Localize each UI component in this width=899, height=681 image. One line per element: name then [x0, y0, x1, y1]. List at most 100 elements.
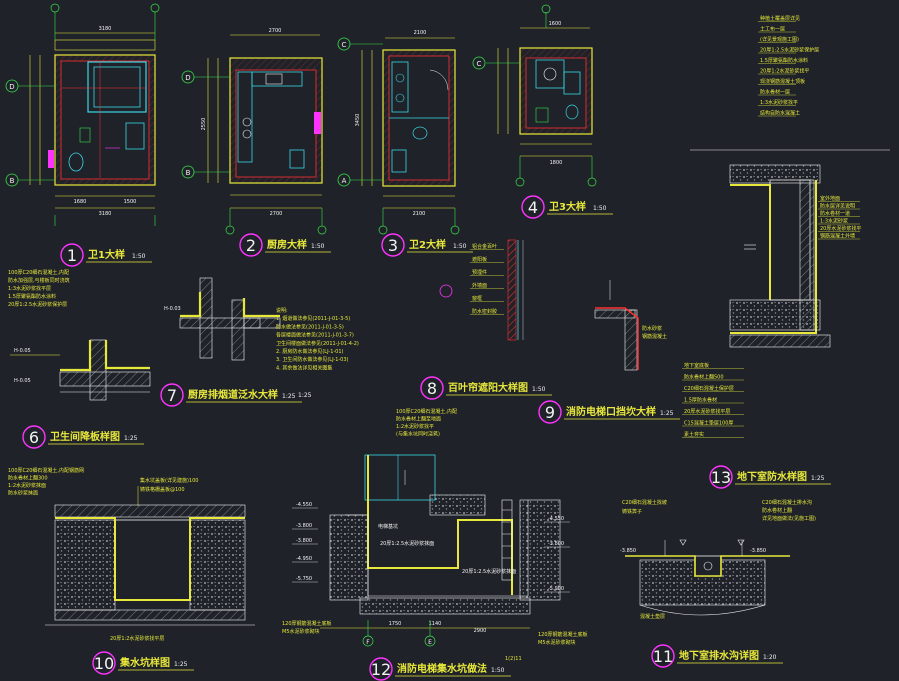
- detail-7-scale: 1:25: [282, 393, 296, 400]
- grid-e-12: E: [428, 639, 432, 646]
- detail-12-number: 12: [371, 660, 391, 679]
- d7-note-3: 防水做法参见(2011-J-01-3-5): [276, 323, 344, 330]
- d13-mid-note-3: 防水卷材一道: [820, 210, 850, 217]
- grid-c-3: C: [342, 41, 347, 49]
- grid-d-2: D: [185, 74, 190, 82]
- d8-label-6: 防水密封胶: [472, 308, 497, 315]
- detail-8-title: 百叶帘遮阳大样图: [448, 381, 528, 394]
- d6-note-2: 防水加强层,与楼板同时浇筑: [8, 277, 70, 284]
- dim-p2-left: 2550: [201, 118, 207, 131]
- grid-b-1: B: [10, 177, 15, 185]
- detail-6-number: 6: [29, 428, 39, 447]
- d6-level-2: H-0.05: [14, 378, 31, 384]
- d12-level-5: -5.750: [296, 576, 312, 582]
- d9-label-1: 防水砂浆: [642, 325, 662, 332]
- d12-plaster-2: 20厚1:2.5水泥砂浆抹面: [462, 568, 516, 575]
- d12-level-3: -3.800: [296, 538, 312, 544]
- d11-bottom-note: 混凝土垫层: [640, 613, 665, 620]
- dim-p12-a: 1750: [389, 621, 402, 627]
- d13-bot-note-1: 地下室底板: [684, 362, 709, 369]
- d11-level-2: -3.850: [750, 548, 766, 554]
- d11-left-note-2: 铸铁箅子: [622, 508, 642, 515]
- detail-4-badge: [521, 195, 545, 219]
- d10-note-4: 防水砂浆抹面: [8, 490, 38, 497]
- detail-7-number: 7: [167, 386, 177, 405]
- d13-mid-note-6: 钢筋混凝土外墙: [820, 233, 855, 240]
- d12-br-note-1: 120厚钢筋混凝土底板: [538, 631, 588, 638]
- d8-label-3: 预埋件: [472, 269, 487, 276]
- d12-bl-note-1: 120厚钢筋混凝土底板: [282, 620, 332, 627]
- detail-9-title: 消防电梯口挡坎大样: [566, 405, 656, 418]
- dim-p1-bot: 3180: [99, 211, 112, 217]
- d13-bot-note-6: C15混凝土垫层100厚: [684, 420, 733, 427]
- d13-bot-note-4: 1.5厚防水卷材: [684, 397, 717, 404]
- detail-2-badge: [239, 233, 263, 257]
- d13-top-note-3: (详见景观施工图): [760, 36, 799, 43]
- d7-note-7: 3. 卫生间防水做法参见(LJ-1-03): [276, 356, 349, 363]
- detail-7-badge: [160, 383, 184, 407]
- d8-label-4: 外墙面: [472, 282, 487, 289]
- d12-bl-note-2: M5水泥砂浆砌块: [282, 628, 320, 635]
- detail-10-badge: [92, 651, 116, 675]
- dim-p2-top: 2700: [269, 28, 282, 34]
- detail-3-scale: 1:50: [453, 243, 467, 250]
- d7-note-8: 4. 其余做法详见相关图集: [276, 364, 332, 371]
- detail-10-title: 集水坑样图: [119, 656, 170, 669]
- detail-3-title: 卫2大样: [409, 238, 446, 251]
- plan-1-bathroom: 3180 1680 1500 3180 D B: [5, 3, 160, 226]
- detail-11-scale: 1:20: [763, 654, 777, 661]
- d6-note-3: 1:3水泥砂浆找平层: [8, 285, 51, 292]
- d10-note-3: 1:2水泥砂浆抹面: [8, 482, 46, 489]
- detail-13-title: 地下室防水样图: [737, 470, 807, 483]
- detail-13-scale: 1:25: [811, 475, 825, 482]
- d13-mid-note-1: 室外地面: [820, 195, 840, 202]
- d7-note-6: 2. 厨房防水做法参见(LJ-1-01): [276, 348, 344, 355]
- dim-p1-top: 3180: [99, 26, 112, 32]
- detail-1-scale: 1:50: [132, 253, 146, 260]
- plan-4-bathroom: 1600 1800 C: [472, 4, 597, 187]
- d7-note-2: 1. 烟道做法参见(2011-J-01-3-5): [276, 315, 350, 322]
- d12-level-7: -3.800: [548, 541, 564, 547]
- detail-11-title: 地下室排水沟详图: [679, 649, 759, 662]
- detail-1-badge: [60, 243, 84, 267]
- d12-level-8: -5.900: [548, 586, 564, 592]
- detail-7-section: H-0.03 说明:1. 烟道做法参见(2011-J-01-3-5) 防水做法参…: [164, 277, 359, 371]
- dim-p3-bot: 2100: [413, 211, 426, 217]
- detail-8-scale: 1:50: [532, 386, 546, 393]
- detail-3-badge: [381, 233, 405, 257]
- detail-8-number: 8: [427, 379, 437, 398]
- dim-p3-top: 2100: [414, 30, 427, 36]
- d11-right-note-2: 防水卷材上翻: [762, 507, 792, 514]
- detail-2-number: 2: [246, 236, 256, 255]
- d13-top-note-1: 种植土覆盖层详见: [760, 15, 800, 22]
- detail-12-title: 消防电梯集水坑做法: [397, 662, 487, 675]
- d6-note-1: 100厚C20细石混凝土,内配: [8, 269, 69, 276]
- d13-top-note-4: 20厚1:2.5水泥砂浆保护层: [760, 47, 819, 54]
- d13-mid-note-2: 防水层详见说明: [820, 203, 855, 210]
- detail-6-section: 100厚C20细石混凝土,内配防水加强层,与楼板同时浇筑1:3水泥砂浆找平层1.…: [8, 269, 151, 401]
- dim-p1-s2: 1500: [124, 199, 137, 205]
- detail-12-scale: 1:50: [491, 667, 505, 674]
- d12-br-note-2: M5水泥砂浆砌块: [538, 639, 576, 646]
- detail-12-badge: [369, 657, 393, 681]
- dim-p4-bot: 1800: [550, 160, 563, 166]
- detail-13-badge: [709, 465, 733, 489]
- d9-label-2: 钢筋混凝土: [642, 333, 667, 340]
- d13-top-note-8: 防水卷材一层: [760, 89, 790, 96]
- d12-note-2: 防水卷材上翻至地面: [396, 416, 441, 423]
- detail-13-section: 种植土覆盖层详见土工布一层(详见景观施工图)20厚1:2.5水泥砂浆保护层1.5…: [682, 15, 890, 438]
- d13-top-note-5: 1.5厚聚氨酯防水涂料: [760, 57, 808, 64]
- detail-4-number: 4: [528, 198, 538, 217]
- d11-right-note-3: 详见地面做法(见施工图): [762, 515, 816, 522]
- detail-10-scale: 1:25: [174, 661, 188, 668]
- d12-bottom-num: 1(2)11: [505, 656, 522, 662]
- detail-11-badge: [651, 644, 675, 668]
- plan-2-kitchen: 2700 2700 2550 D B: [181, 28, 327, 235]
- d8-label-5: 窗框: [472, 295, 482, 302]
- d13-bot-note-5: 20厚水泥砂浆找平层: [684, 408, 730, 415]
- d12-level-1: -4.550: [296, 502, 312, 508]
